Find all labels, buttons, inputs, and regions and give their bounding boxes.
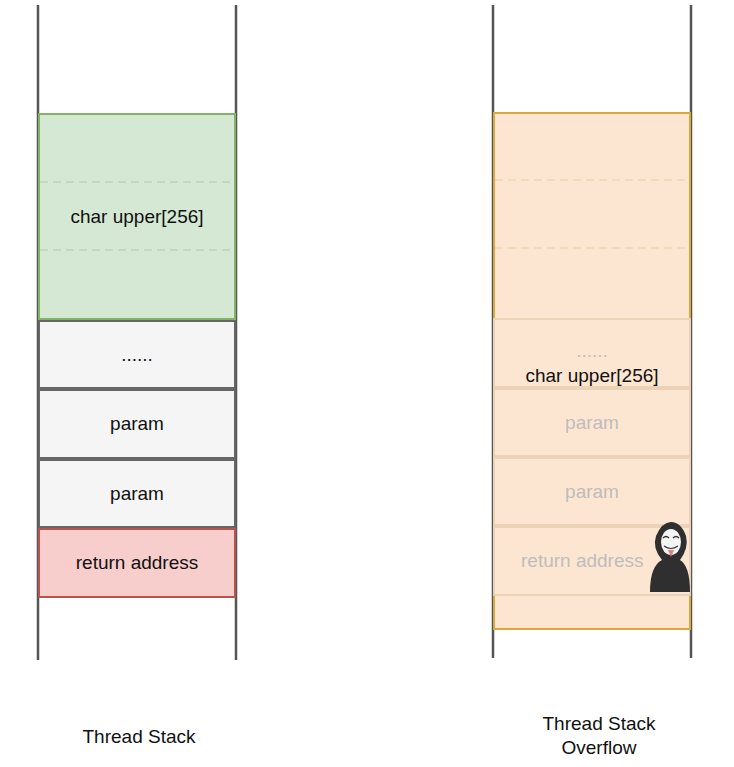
- slot-label: ......: [576, 340, 608, 362]
- text-holder: param: [493, 388, 691, 457]
- stack-caption: Thread Stack: [39, 725, 239, 749]
- text-holder: ......: [493, 338, 691, 364]
- text-holder: param: [493, 457, 691, 526]
- slot-label: ......: [121, 344, 153, 366]
- buffer-label: char upper[256]: [70, 206, 203, 228]
- faded-param-slot: param: [493, 457, 691, 526]
- overflowed-buffer: char upper[256]...... param param return ad…: [493, 112, 691, 630]
- stack-slot: ......: [38, 320, 236, 389]
- param-slot: param: [38, 389, 236, 459]
- text-holder: char upper[256]: [493, 363, 691, 389]
- text-holder: return address: [493, 526, 691, 596]
- text-holder: ......: [38, 320, 236, 389]
- slot-label: return address: [521, 550, 644, 572]
- slot-label: param: [565, 412, 619, 434]
- buffer-box: char upper[256]: [38, 113, 236, 320]
- return-address-box: return address: [38, 528, 236, 598]
- faded-slot: ......: [493, 318, 691, 388]
- faded-param-slot: param: [493, 388, 691, 457]
- stack-caption: Thread Stack Overflow: [524, 712, 674, 760]
- text-holder: return address: [38, 528, 236, 598]
- text-holder: param: [38, 459, 236, 528]
- text-holder: param: [38, 389, 236, 459]
- param-slot: param: [38, 459, 236, 528]
- slot-label: param: [565, 481, 619, 503]
- slot-label: param: [110, 483, 164, 505]
- faded-return-address: return address: [493, 526, 691, 596]
- text-holder: char upper[256]: [38, 113, 236, 320]
- slot-label: param: [110, 413, 164, 435]
- buffer-label: char upper[256]: [525, 365, 658, 387]
- slot-label: return address: [76, 552, 199, 574]
